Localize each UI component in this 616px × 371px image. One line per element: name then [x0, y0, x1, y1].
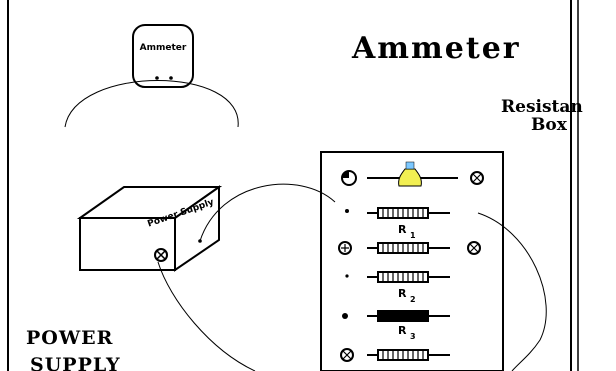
screw-icon: [470, 171, 484, 185]
connecting-wires: [157, 183, 547, 371]
ammeter-title: Ammeter: [351, 31, 521, 66]
resistor-r3-row: R 3: [342, 310, 450, 341]
power-supply-device: [76, 185, 223, 272]
wire-supply-to-box: [199, 183, 336, 242]
resistor-r1-row: R 1: [345, 207, 450, 240]
resistor-r2-row: R 2: [345, 271, 450, 304]
screw-icon: [338, 241, 352, 255]
terminal-dot: [345, 274, 349, 278]
plug-row-1: [338, 241, 481, 255]
resistor-r2-subscript: 2: [410, 295, 416, 304]
power-supply-title-line2: SUPPLY: [30, 354, 121, 371]
resistor-r3: [377, 310, 429, 322]
ammeter-wire: [64, 80, 239, 128]
ammeter-terminal-left: [155, 76, 159, 80]
wire-supply-terminal: [157, 261, 256, 371]
screw-icon: [467, 241, 481, 255]
resistor-r2-label: R: [398, 287, 407, 300]
resistor-r3-label: R: [398, 324, 407, 337]
terminal-dot: [345, 209, 349, 213]
wire-box-right: [477, 212, 547, 371]
screw-icon: [340, 348, 354, 362]
resistance-box-title-line1: Resistan: [501, 97, 583, 117]
ammeter-terminal-right: [169, 76, 173, 80]
resistance-box-top-row: [341, 161, 484, 187]
resistor-r1-subscript: 1: [410, 231, 416, 240]
resistor-r1-label: R: [398, 223, 407, 236]
resistance-box-panel: [320, 151, 504, 371]
resistance-box-title-line2: Box: [531, 115, 568, 135]
bulb-icon: [398, 161, 422, 187]
power-supply-terminal: [154, 248, 168, 262]
ammeter-device: Ammeter: [132, 24, 194, 88]
diagram-border: [7, 0, 579, 371]
plug-row-bottom: [340, 348, 450, 362]
knob-icon: [341, 170, 357, 186]
ammeter-device-label: Ammeter: [140, 43, 187, 53]
power-supply-title-line1: POWER: [26, 327, 113, 349]
terminal-dot: [342, 313, 348, 319]
resistor-r3-subscript: 3: [410, 332, 416, 341]
